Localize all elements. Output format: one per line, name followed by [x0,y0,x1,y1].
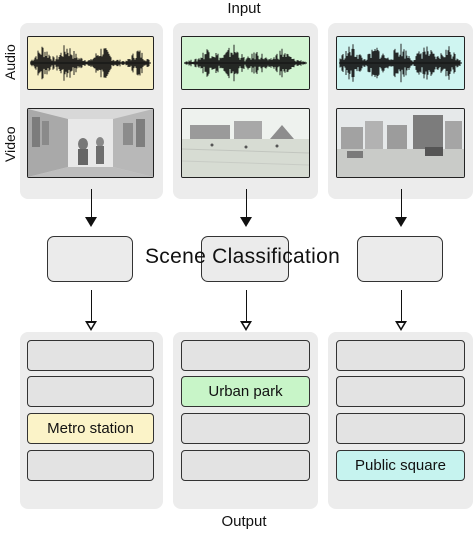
audio-waveform-1 [27,36,154,90]
output-result-urban-park: Urban park [181,376,310,407]
video-frame-square [336,108,465,178]
output-slot [27,340,154,371]
input-heading: Input [227,0,261,17]
audio-row-label: Audio [2,44,18,80]
audio-waveform-3 [336,36,465,90]
scene-classification-label: Scene Classification [145,245,341,268]
output-slot [336,376,465,407]
output-result-metro-station: Metro station [27,413,154,444]
video-row-label: Video [2,126,18,162]
output-slot [181,413,310,444]
classifier-box-2 [201,236,289,282]
output-slot [336,340,465,371]
output-slot [27,376,154,407]
output-result-public-square: Public square [336,450,465,481]
classifier-box-3 [357,236,443,282]
video-frame-metro [27,108,154,178]
output-slot [181,340,310,371]
output-slot [181,450,310,481]
video-frame-park [181,108,310,178]
output-slot [336,413,465,444]
classifier-box-1 [47,236,133,282]
output-slot [27,450,154,481]
audio-waveform-2 [181,36,310,90]
output-heading: Output [221,513,267,530]
